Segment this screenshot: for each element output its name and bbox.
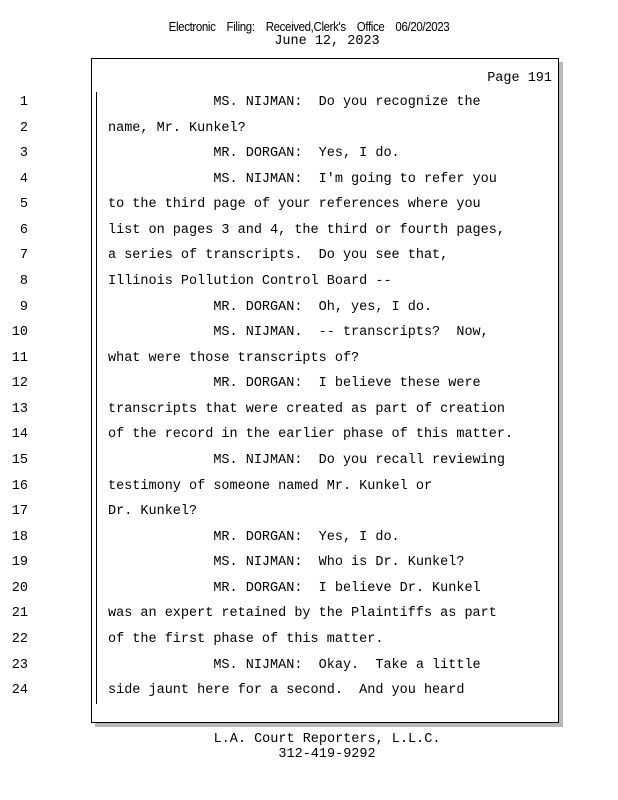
- transcript-line: 7 a series of transcripts. Do you see tha…: [0, 246, 560, 266]
- line-number: 23: [11, 657, 28, 673]
- line-number: 11: [11, 350, 28, 366]
- line-text: name, Mr. Kunkel?: [108, 120, 246, 136]
- line-text: testimony of someone named Mr. Kunkel or: [108, 478, 433, 494]
- line-number: 1: [19, 95, 28, 110]
- line-text: MS. NIJMAN: Do you recognize the: [108, 95, 481, 110]
- transcript-line: 23 MS. NIJMAN: Okay. Take a little: [0, 656, 560, 676]
- line-number: 13: [11, 401, 28, 417]
- line-text: list on pages 3 and 4, the third or four…: [108, 222, 505, 238]
- line-text: transcripts that were created as part of…: [108, 401, 505, 417]
- line-number: 20: [11, 580, 28, 596]
- line-number-divider: [96, 92, 97, 704]
- transcript-line: 22 of the first phase of this matter.: [0, 630, 560, 650]
- line-number: 8: [19, 273, 28, 289]
- page-number: Page 191: [487, 71, 552, 86]
- line-number: 21: [11, 606, 28, 622]
- line-number: 24: [11, 683, 28, 699]
- line-text: MR. DORGAN: I believe these were: [108, 376, 481, 392]
- line-text: MR. DORGAN: Yes, I do.: [108, 529, 400, 545]
- transcript-line: 5 to the third page of your references wh…: [0, 195, 560, 215]
- line-number: 2: [19, 120, 28, 136]
- line-number: 17: [11, 504, 28, 520]
- transcript-line: 18 MR. DORGAN: Yes, I do.: [0, 528, 560, 548]
- transcript-line: 15 MS. NIJMAN: Do you recall reviewing: [0, 451, 560, 471]
- filing-word: Received,Clerk's: [265, 20, 346, 34]
- line-number: 9: [19, 299, 28, 315]
- electronic-filing-stamp: Electronic Filing: Received,Clerk's Office 0…: [25, 20, 594, 34]
- line-text: MS. NIJMAN: Do you recall reviewing: [108, 452, 505, 468]
- transcript-line: 4 MS. NIJMAN: I'm going to refer you: [0, 170, 560, 190]
- reporter-phone: 312-419-9292: [278, 747, 376, 762]
- line-number: 7: [19, 248, 28, 264]
- line-number: 15: [11, 452, 28, 468]
- transcript-line: 6 list on pages 3 and 4, the third or fou…: [0, 221, 560, 241]
- line-text: to the third page of your references whe…: [108, 197, 481, 213]
- line-text: of the record in the earlier phase of th…: [108, 427, 514, 443]
- transcript-line: 21 was an expert retained by the Plaintif…: [0, 604, 560, 624]
- transcript-line: 12 MR. DORGAN: I believe these were: [0, 374, 560, 394]
- line-number: 18: [11, 529, 28, 545]
- line-text: Dr. Kunkel?: [108, 504, 198, 520]
- transcript-line: 10 MS. NIJMAN. -- transcripts? Now,: [0, 323, 560, 343]
- transcript-line: 2 name, Mr. Kunkel?: [0, 119, 560, 139]
- transcript-line: 16 testimony of someone named Mr. Kunkel …: [0, 477, 560, 497]
- line-text: of the first phase of this matter.: [108, 631, 384, 647]
- transcript-line: 13 transcripts that were created as part …: [0, 400, 560, 420]
- line-number: 6: [19, 222, 28, 238]
- transcript-line: 19 MS. NIJMAN: Who is Dr. Kunkel?: [0, 553, 560, 573]
- filing-date: 06/20/2023: [395, 20, 450, 34]
- transcript-line: 11 what were those transcripts of?: [0, 349, 560, 369]
- filing-word: Office: [356, 20, 385, 34]
- line-text: MS. NIJMAN: I'm going to refer you: [108, 171, 497, 187]
- filing-word: Filing:: [226, 20, 255, 34]
- line-number: 14: [11, 427, 28, 443]
- footer: L.A. Court Reporters, L.L.C. 312-419-929…: [18, 732, 618, 762]
- transcript-page-box: [91, 58, 559, 723]
- line-text: what were those transcripts of?: [108, 350, 360, 366]
- line-number: 5: [19, 197, 28, 213]
- line-text: MR. DORGAN: Yes, I do.: [108, 146, 400, 162]
- line-text: was an expert retained by the Plaintiffs…: [108, 606, 497, 622]
- transcript-line: 1 MS. NIJMAN: Do you recognize the: [0, 93, 560, 113]
- line-text: side jaunt here for a second. And you he…: [108, 683, 465, 699]
- transcript-date: June 12, 2023: [274, 34, 380, 49]
- transcript-line: 17 Dr. Kunkel?: [0, 502, 560, 522]
- line-number: 10: [11, 325, 28, 341]
- transcript-line: 3 MR. DORGAN: Yes, I do.: [0, 144, 560, 164]
- line-number: 19: [11, 555, 28, 571]
- transcript-line: 8 Illinois Pollution Control Board --: [0, 272, 560, 292]
- line-number: 3: [19, 146, 28, 162]
- line-number: 12: [11, 376, 28, 392]
- transcript-line: 24 side jaunt here for a second. And you …: [0, 681, 560, 701]
- transcript-line: 9 MR. DORGAN: Oh, yes, I do.: [0, 298, 560, 318]
- line-text: a series of transcripts. Do you see that…: [108, 248, 449, 264]
- line-text: MS. NIJMAN: Okay. Take a little: [108, 657, 481, 673]
- reporter-company: L.A. Court Reporters, L.L.C.: [213, 732, 441, 747]
- line-text: MR. DORGAN: Oh, yes, I do.: [108, 299, 433, 315]
- line-number: 4: [19, 171, 28, 187]
- line-number: 22: [11, 631, 28, 647]
- line-text: Illinois Pollution Control Board --: [108, 273, 392, 289]
- transcript-line: 14 of the record in the earlier phase of …: [0, 425, 560, 445]
- filing-word: Electronic: [168, 20, 216, 34]
- line-text: MS. NIJMAN. -- transcripts? Now,: [108, 325, 489, 341]
- line-text: MS. NIJMAN: Who is Dr. Kunkel?: [108, 555, 465, 571]
- line-text: MR. DORGAN: I believe Dr. Kunkel: [108, 580, 481, 596]
- transcript-line: 20 MR. DORGAN: I believe Dr. Kunkel: [0, 579, 560, 599]
- line-number: 16: [11, 478, 28, 494]
